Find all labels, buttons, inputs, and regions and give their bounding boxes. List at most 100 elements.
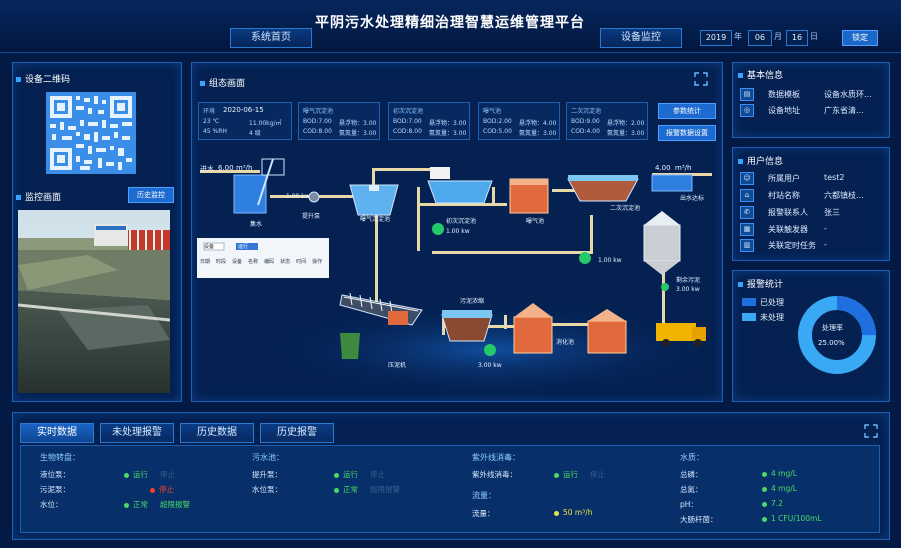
monitor-title: 监控画面 xyxy=(16,190,61,203)
row-label: pH： xyxy=(680,500,698,509)
flow-value: 50 m³/h xyxy=(554,508,593,517)
user-row: ▥ 关联定时任务 - xyxy=(740,239,880,252)
nav-device-monitor-button[interactable]: 设备监控 xyxy=(600,28,682,48)
status-extra: 超限报警 xyxy=(370,485,400,494)
qr-code-icon xyxy=(46,92,136,174)
mini-col: 状态 xyxy=(280,259,291,265)
trigger-icon: ▦ xyxy=(740,223,754,236)
group-title: 紫外线消毒： xyxy=(472,453,520,462)
metric-bod: BOD:7.00 xyxy=(303,118,332,125)
tab-realtime[interactable]: 实时数据 xyxy=(20,423,94,443)
row-value: - xyxy=(824,240,827,249)
nav-home-button[interactable]: 系统首页 xyxy=(230,28,312,48)
metric-bod: BOD:2.00 xyxy=(483,118,512,125)
row-label: 水位： xyxy=(40,500,63,509)
monitor-video-image[interactable] xyxy=(18,210,170,393)
metric-date: 2020-06-15 xyxy=(223,106,264,114)
process-title: 组态画面 xyxy=(200,76,245,89)
status-extra: 停止 xyxy=(160,470,175,479)
row-label: 报警联系人 xyxy=(768,208,808,217)
inflow-label: 进水 xyxy=(200,165,214,173)
status-value: 运行 xyxy=(124,469,148,480)
month-select[interactable]: 06 xyxy=(748,30,772,46)
day-select[interactable]: 16 xyxy=(786,30,808,46)
aer-label: 曝气池 xyxy=(526,218,545,225)
legend-handled-label: 已处理 xyxy=(760,298,784,307)
history-monitor-button[interactable]: 历史监控 xyxy=(128,187,174,203)
lock-button[interactable]: 锁定 xyxy=(842,30,878,46)
metric-cod: COD:4.00 xyxy=(571,128,600,135)
tab-history-alarm[interactable]: 历史报警 xyxy=(260,423,334,443)
mini-btn-1[interactable]: 设备 xyxy=(204,244,215,250)
row-value: 设备水质环... xyxy=(824,90,872,99)
metric-cod: COD:5.00 xyxy=(483,128,512,135)
mini-col: 名称 xyxy=(248,259,259,265)
user-row: ⌂ 村站名称 六都镇枝... xyxy=(740,189,880,202)
status-value: 运行 xyxy=(554,469,578,480)
header xyxy=(0,0,901,53)
metric-ss: 悬浮物：3.00 xyxy=(429,120,467,127)
metric-first-sed: 初次沉淀池 BOD:7.00 悬浮物：3.00 COD:8.00 氨氮量：3.0… xyxy=(388,102,470,140)
metric-temp: 23 ℃ xyxy=(203,118,220,125)
metric-title: 环境 xyxy=(203,108,216,115)
quality-value: 7.2 xyxy=(762,499,783,508)
sludge-pump-label: 剩余污泥 xyxy=(676,277,701,284)
metric-bod: BOD:7.00 xyxy=(393,118,422,125)
tab-history-data[interactable]: 历史数据 xyxy=(180,423,254,443)
status-extra: 停止 xyxy=(370,470,385,479)
tab-unhandled-alarm[interactable]: 未处理报警 xyxy=(100,423,174,443)
metric-cod: COD:8.00 xyxy=(303,128,332,135)
metric-wind: 11.00kg/㎡ xyxy=(249,120,282,127)
pump1-label: 1.00 kw xyxy=(286,193,310,200)
mini-btn-2[interactable]: 运行 xyxy=(238,244,249,250)
outflow-unit: m³/h xyxy=(675,164,692,172)
process-diagram xyxy=(197,158,720,395)
mini-col: 操作 xyxy=(312,259,323,265)
lift-pump-label: 提升泵 xyxy=(302,213,321,220)
row-value: - xyxy=(824,224,827,233)
user-row: ▦ 关联触发器 - xyxy=(740,223,880,236)
user-info-title: 用户信息 xyxy=(738,154,783,167)
pump4-label: 3.00 kw xyxy=(478,362,502,369)
station-icon: ⌂ xyxy=(740,189,754,202)
mini-col: 时段 xyxy=(216,259,227,265)
user-icon: ☺ xyxy=(740,172,754,185)
expand-icon[interactable] xyxy=(694,72,708,86)
status-value: 运行 xyxy=(334,469,358,480)
user-row: ✆ 报警联系人 张三 xyxy=(740,206,880,219)
pump3-label: 1.00 kw xyxy=(598,257,622,264)
row-label: 液位泵： xyxy=(40,470,70,479)
basic-info-title: 基本信息 xyxy=(738,68,783,81)
row-label: 所属用户 xyxy=(768,174,800,183)
metric-nh3: 氨氮量：3.00 xyxy=(519,130,557,137)
metric-nh3: 氨氮量：3.00 xyxy=(607,130,645,137)
phone-icon: ✆ xyxy=(740,206,754,219)
row-label: 数据模板 xyxy=(768,90,800,99)
quality-value: 4 mg/L xyxy=(762,484,797,493)
status-extra: 超限报警 xyxy=(160,500,190,509)
status-value: 正常 xyxy=(334,484,358,495)
status-value: 正常 xyxy=(124,499,148,510)
realtime-data-area xyxy=(20,445,880,533)
task-icon: ▥ xyxy=(740,239,754,252)
metric-ss: 悬浮物：4.00 xyxy=(519,120,557,127)
donut-center-value: 25.00% xyxy=(818,339,845,347)
first-sed-label: 初次沉淀池 xyxy=(446,218,477,225)
year-select[interactable]: 2019 xyxy=(700,30,732,46)
metric-level: 4 级 xyxy=(249,130,261,137)
mini-col: 编码 xyxy=(264,259,275,265)
expand-icon[interactable] xyxy=(864,424,878,438)
metric-title: 初次沉淀池 xyxy=(393,108,424,115)
metric-aer: 曝气池 BOD:2.00 悬浮物：4.00 COD:5.00 氨氮量：3.00 xyxy=(478,102,560,140)
user-row: ☺ 所属用户 test2 xyxy=(740,172,880,185)
param-stats-button[interactable]: 参数统计 xyxy=(658,103,716,119)
mini-col: 时间 xyxy=(296,259,307,265)
day-label: 日 xyxy=(810,32,818,41)
outflow-label: 出水达标 xyxy=(680,195,705,202)
row-label: 水位泵： xyxy=(252,485,282,494)
alarm-setting-button[interactable]: 报警数据设置 xyxy=(658,125,716,141)
pump2-label: 1.00 kw xyxy=(446,228,470,235)
inflow-unit: m³/h xyxy=(236,164,253,172)
inflow-value: 6.00 xyxy=(218,164,234,172)
metric-humidity: 45 %RH xyxy=(203,128,227,135)
